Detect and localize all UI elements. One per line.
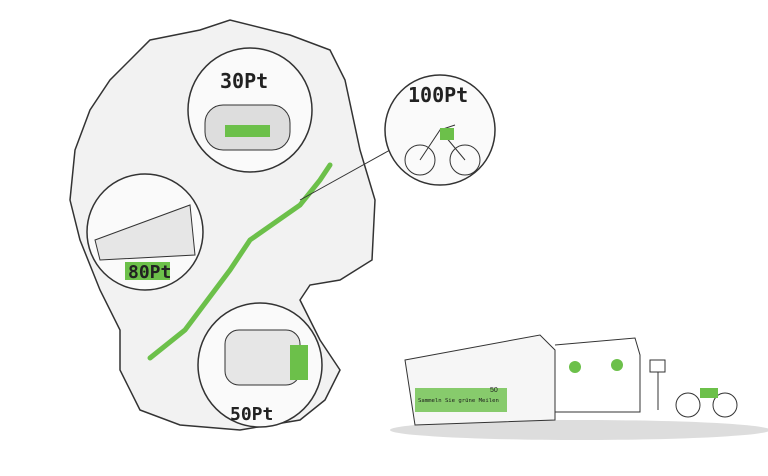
- bus-number: 50: [490, 387, 498, 394]
- bus-sign: Sammeln Sie grüne Meilen: [418, 398, 499, 404]
- car-points: 30Pt: [220, 69, 268, 93]
- shuttle-points: 50Pt: [230, 404, 273, 425]
- bike-bubble: 100Pt: [384, 74, 496, 186]
- train-points: 80Pt: [128, 262, 171, 283]
- connector-line: [299, 149, 391, 201]
- bus-stop-scene: Sammeln Sie grüne Meilen 50: [390, 334, 768, 440]
- shuttle-bubble: 50Pt: [197, 302, 323, 428]
- train-bubble: 80Pt: [86, 173, 204, 291]
- route-line: [147, 162, 333, 361]
- bike-points: 100Pt: [408, 83, 468, 107]
- car-bubble: 30Pt: [187, 47, 313, 173]
